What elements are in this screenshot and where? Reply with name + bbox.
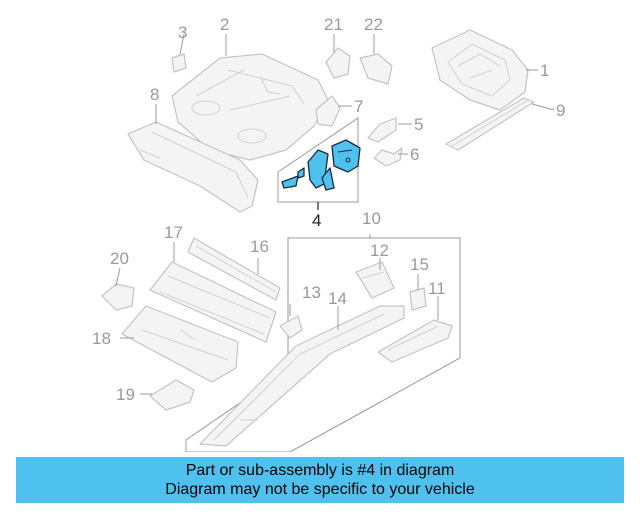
leader-lines — [115, 33, 555, 395]
callout-9: 9 — [556, 101, 565, 120]
part-6-bracket — [373, 147, 403, 167]
callout-3: 3 — [178, 23, 187, 42]
part-18-floor-pan — [121, 305, 239, 383]
part-8-rear-crossmember — [127, 121, 259, 213]
callout-7: 7 — [354, 97, 363, 116]
callout-19: 19 — [116, 385, 135, 404]
part-1-trunk-pan — [431, 29, 529, 111]
parts-diagram: 1 2 3 4 5 6 7 8 9 10 11 12 13 14 15 16 1… — [92, 15, 565, 452]
callout-5: 5 — [414, 115, 423, 134]
callout-11: 11 — [428, 279, 446, 298]
part-3-bracket — [171, 53, 187, 73]
part-20-bracket — [101, 283, 135, 311]
part-4-group-frame — [277, 117, 359, 203]
part-11-rail — [377, 319, 453, 363]
banner-line-2: Diagram may not be specific to your vehi… — [165, 481, 475, 498]
part-14-floor-side-rail — [199, 305, 405, 447]
callout-15: 15 — [410, 255, 429, 274]
info-banner: Part or sub-assembly is #4 in diagram Di… — [16, 457, 624, 503]
callout-16: 16 — [250, 237, 269, 256]
part-5-bracket — [367, 117, 397, 143]
part-12-bracket — [355, 261, 395, 299]
part-17-floor-panel — [149, 261, 277, 343]
part-19-pad — [149, 379, 195, 411]
banner-line-1: Part or sub-assembly is #4 in diagram — [185, 462, 455, 479]
part-16-panel — [187, 237, 281, 301]
part-13-bracket — [279, 315, 303, 339]
callout-17: 17 — [164, 223, 183, 242]
callout-2: 2 — [220, 15, 229, 34]
callout-13: 13 — [302, 283, 321, 302]
part-7-bracket — [315, 95, 341, 127]
callout-10: 10 — [362, 209, 381, 228]
callout-8: 8 — [150, 85, 159, 104]
part-21-bracket — [325, 47, 351, 79]
callout-20: 20 — [110, 249, 129, 268]
part-2-rear-floor-pan — [171, 53, 329, 161]
part-22-bracket — [359, 53, 393, 85]
part-9-rail — [445, 97, 535, 151]
part-15-bracket — [409, 287, 427, 311]
callout-22: 22 — [364, 15, 383, 34]
callout-18: 18 — [92, 329, 111, 348]
callout-14: 14 — [328, 289, 347, 308]
callout-4: 4 — [312, 211, 321, 230]
callout-6: 6 — [410, 145, 419, 164]
callout-12: 12 — [370, 241, 389, 260]
callout-1: 1 — [540, 61, 549, 80]
callout-21: 21 — [324, 15, 343, 34]
part-4-highlighted-part — [281, 139, 361, 191]
